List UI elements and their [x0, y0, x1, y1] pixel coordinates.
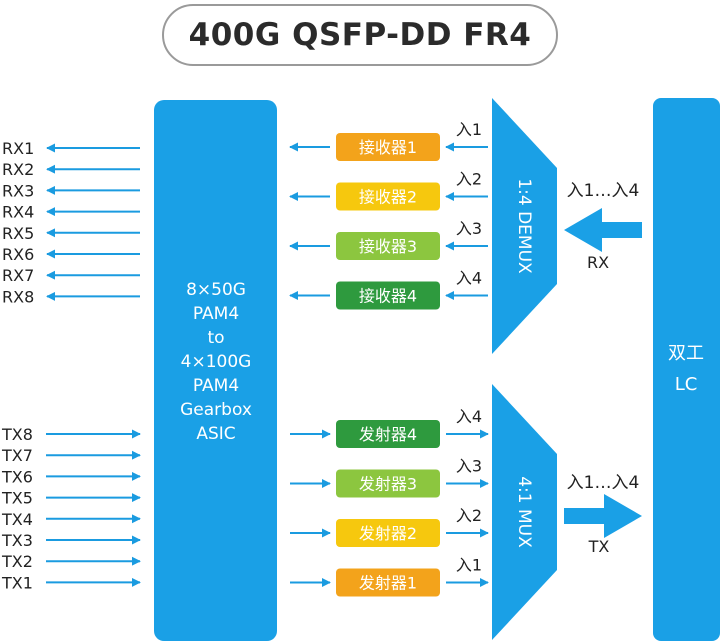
asic-label-line: to — [207, 328, 224, 348]
tx-port-label: TX5 — [1, 489, 33, 508]
rx-fat-arrow — [564, 208, 642, 252]
demux-label: 1:4 DEMUX — [514, 178, 534, 274]
tx-port-label: TX8 — [1, 425, 33, 444]
rx-port-label: RX1 — [2, 139, 34, 158]
asic-label-line: PAM4 — [193, 376, 239, 396]
duplex-lc-label-line1: 双工 — [668, 343, 704, 364]
tx-fat-arrow — [564, 494, 642, 538]
rx-side-label: RX — [587, 253, 609, 272]
receiver-box — [336, 232, 440, 260]
transmitter-lambda-label: 入4 — [456, 407, 482, 426]
rx-port-label: RX8 — [2, 287, 34, 306]
rx-port-label: RX4 — [2, 203, 34, 222]
rx-port-label: RX5 — [2, 224, 34, 243]
asic-label-line: PAM4 — [193, 304, 239, 324]
transmitter-lambda-label: 入2 — [456, 506, 482, 525]
rx-port-label: RX6 — [2, 245, 34, 264]
transmitter-list: 发射器4 入4 发射器3 入3 发射器2 入2 发射器1 入1 — [290, 407, 489, 597]
receiver-label: 接收器4 — [359, 287, 417, 306]
duplex-lc-block — [653, 98, 720, 641]
diagram-title: 400G QSFP-DD FR4 — [162, 4, 558, 66]
tx-port-label: TX7 — [1, 446, 33, 465]
receiver-label: 接收器2 — [359, 188, 417, 207]
receiver-label: 接收器3 — [359, 237, 417, 256]
duplex-lc-label-line2: LC — [675, 374, 698, 395]
transmitter-box — [336, 469, 440, 498]
receiver-lambda-label: 入1 — [456, 120, 482, 139]
tx-port-label: TX6 — [1, 467, 33, 486]
mux-block — [492, 384, 557, 640]
transmitter-label: 发射器1 — [359, 574, 417, 593]
asic-label-line: 4×100G — [181, 352, 252, 372]
tx-port-label: TX4 — [1, 510, 33, 529]
asic-label-line: ASIC — [196, 424, 235, 444]
mux-label: 4:1 MUX — [514, 476, 534, 548]
receiver-lambda-label: 入2 — [456, 170, 482, 189]
rx-port-label: RX7 — [2, 266, 34, 285]
tx-lambda-label: 入1…入4 — [567, 473, 640, 493]
transmitter-label: 发射器2 — [359, 524, 417, 543]
tx-side-label: TX — [588, 537, 610, 556]
tx-port-label: TX3 — [1, 531, 33, 550]
receiver-box — [336, 182, 440, 211]
receiver-list: 接收器1 入1 接收器2 入2 接收器3 入3 接收器4 入4 — [289, 120, 488, 310]
demux-block — [492, 98, 557, 354]
rx-lambda-label: 入1…入4 — [567, 181, 640, 201]
transmitter-lambda-label: 入3 — [456, 457, 482, 476]
receiver-box — [336, 133, 440, 161]
transmitter-box — [336, 519, 440, 547]
rx-port-label: RX2 — [2, 160, 34, 179]
transmitter-box — [336, 420, 440, 448]
receiver-lambda-label: 入4 — [456, 269, 482, 288]
gearbox-asic-block — [154, 100, 277, 641]
tx-port-label: TX1 — [1, 573, 33, 592]
asic-label-line: Gearbox — [180, 400, 252, 420]
receiver-label: 接收器1 — [359, 138, 417, 157]
asic-label-line: 8×50G — [186, 280, 246, 300]
receiver-box — [336, 281, 440, 310]
tx-port-label: TX2 — [1, 552, 33, 571]
rx-port-label: RX3 — [2, 181, 34, 200]
transmitter-box — [336, 568, 440, 597]
receiver-lambda-label: 入3 — [456, 219, 482, 238]
transmitter-lambda-label: 入1 — [456, 556, 482, 575]
transmitter-label: 发射器4 — [359, 425, 417, 444]
transmitter-label: 发射器3 — [359, 475, 417, 494]
